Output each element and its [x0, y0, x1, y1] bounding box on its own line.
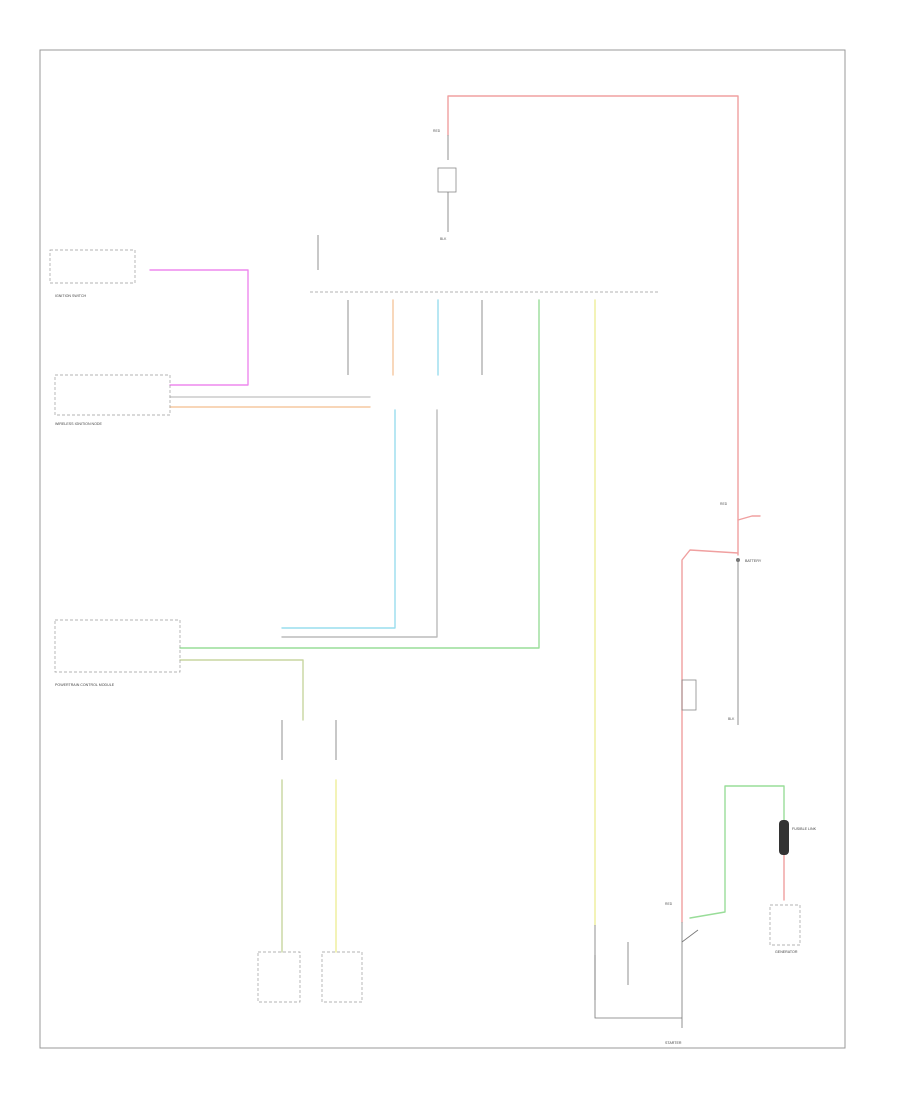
label-wire-red-3: RED — [665, 902, 673, 906]
label-wire-blk: BLK — [440, 237, 447, 241]
wire-olive — [179, 659, 304, 721]
label-generator: GENERATOR — [775, 950, 798, 954]
sensor-box-2 — [321, 951, 363, 1003]
label-wire-red: RED — [433, 129, 441, 133]
wire-red-branch — [737, 515, 761, 521]
diagram-border — [39, 49, 846, 1049]
label-wire-blk-2: BLK — [728, 717, 735, 721]
label-ign-switch: IGNITION SWITCH — [55, 294, 87, 298]
wire-red-starter — [681, 549, 739, 923]
wireless-node-box — [54, 374, 171, 416]
battery-sensor — [681, 679, 697, 711]
wire-red-top — [447, 95, 739, 556]
wire-green-generator — [689, 785, 785, 919]
battery-terminal — [736, 558, 740, 562]
wire-gray-2 — [281, 409, 438, 638]
generator-box — [769, 904, 801, 946]
wire-pink — [149, 269, 249, 386]
starter-switch — [681, 929, 699, 943]
top-fuse-box — [437, 167, 457, 193]
pcm-box — [54, 619, 181, 673]
wire-green — [179, 299, 540, 649]
label-pcm: POWERTRAIN CONTROL MODULE — [55, 683, 115, 687]
label-starter: STARTER — [665, 1041, 682, 1045]
label-fusible-link: FUSIBLE LINK — [792, 827, 817, 831]
fusible-link — [779, 820, 789, 855]
wire-cyan — [281, 409, 396, 629]
label-wire-red-2: RED — [720, 502, 728, 506]
sensor-box-1 — [257, 951, 301, 1003]
label-battery: BATTERY — [745, 559, 762, 563]
starter-return — [594, 925, 682, 1019]
label-wireless-node: WIRELESS IGNITION NODE — [55, 422, 103, 426]
ign-switch-box — [49, 249, 136, 284]
